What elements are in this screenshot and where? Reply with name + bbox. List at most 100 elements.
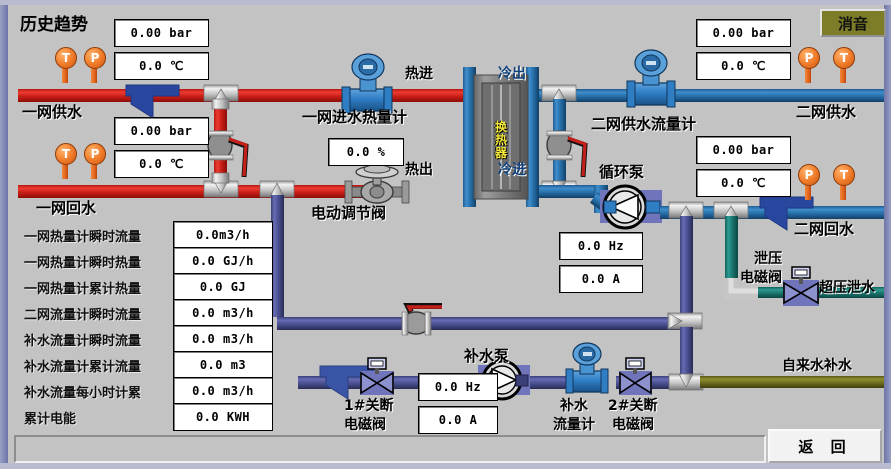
sensor-stem (62, 61, 68, 83)
readout-circ-pump-frequency: 0.0 Hz (559, 232, 643, 260)
bypass-ball-valve-2 (546, 130, 588, 178)
sensor-stem (91, 157, 97, 179)
table-row-value: 0.0 m3 (173, 351, 273, 379)
flow-arrow-secondary-return (759, 196, 814, 231)
temperature-sensor-secondary-supply: T (833, 47, 855, 87)
return-button[interactable]: 返 回 (768, 429, 882, 463)
table-row-value: 0.0 GJ/h (173, 247, 273, 275)
temperature-sensor-secondary-return: T (833, 164, 855, 204)
table-row-value: 0.0 GJ (173, 273, 273, 301)
label-secondary-supply: 二网供水 (796, 103, 857, 121)
temperature-sensor-primary-supply: T (55, 47, 77, 87)
label-primary-inlet-heat-meter: 一网进水热量计 (302, 108, 408, 126)
label-motor-control-valve: 电动调节阀 (311, 204, 387, 222)
shutoff-valve-2-graphic (619, 357, 652, 395)
sensor-stem (805, 61, 811, 83)
temperature-sensor-primary-return: T (55, 143, 77, 183)
table-row-label: 二网流量计瞬时流量 (24, 308, 142, 323)
readout-secondary-supply-pressure: 0.00 bar (696, 19, 791, 47)
pressure-sensor-primary-supply: P (84, 47, 106, 87)
label-makeup-flow-meter-line2: 流量计 (553, 417, 595, 433)
sensor-bulb-p: P (798, 164, 820, 186)
label-makeup-pump: 补水泵 (464, 347, 510, 365)
process-graphics (18, 49, 884, 401)
sensor-bulb-t: T (55, 47, 77, 69)
sensor-stem (840, 61, 846, 83)
readout-primary-return-pressure: 0.00 bar (114, 117, 209, 145)
readout-primary-supply-temp: 0.0 ℃ (114, 52, 209, 80)
table-row-label: 累计电能 (24, 412, 77, 427)
label-tap-water-makeup: 自来水补水 (782, 358, 852, 374)
table-row-label: 一网热量计瞬时流量 (24, 230, 142, 245)
label-makeup-flow-meter-line1: 补水 (560, 398, 588, 414)
label-cold-inlet: 冷进 (498, 162, 526, 178)
window-border-top (0, 0, 891, 5)
pressure-sensor-secondary-return: P (798, 164, 820, 204)
window-border-left (0, 0, 8, 469)
pressure-sensor-primary-return: P (84, 143, 106, 183)
readout-secondary-return-pressure: 0.00 bar (696, 136, 791, 164)
readout-primary-supply-pressure: 0.00 bar (114, 19, 209, 47)
table-row-label: 一网热量计累计热量 (24, 282, 142, 297)
readout-circ-pump-current: 0.0 A (559, 265, 643, 293)
sensor-stem (91, 61, 97, 83)
makeup-flow-meter-graphic (565, 342, 609, 394)
label-primary-supply: 一网供水 (22, 103, 83, 121)
label-hot-inlet: 热进 (405, 66, 433, 82)
label-shutoff-valve-2-line2: 电磁阀 (612, 417, 654, 433)
sensor-stem (840, 178, 846, 200)
label-secondary-return: 二网回水 (794, 220, 855, 238)
table-row-value: 0.0 m3/h (173, 325, 273, 353)
sensor-bulb-p: P (798, 47, 820, 69)
heat-exchanger-graphic (463, 67, 539, 207)
window-border-right (884, 0, 891, 469)
table-row-value: 0.0 m3/h (173, 377, 273, 405)
pressure-sensor-secondary-supply: P (798, 47, 820, 87)
table-row-label: 补水流量每小时计累 (24, 386, 142, 401)
label-shutoff-valve-1-line1: 1#关断 (344, 398, 394, 414)
mimic-diagram: 历史趋势 消音 T P T P P T (8, 5, 886, 463)
page-title: 历史趋势 (20, 15, 88, 35)
label-primary-return: 一网回水 (36, 199, 97, 217)
label-cold-outlet: 冷出 (498, 66, 526, 82)
readout-primary-return-temp: 0.0 ℃ (114, 150, 209, 178)
sensor-bulb-t: T (833, 164, 855, 186)
label-heat-exchanger: 换热器 (494, 120, 507, 160)
sensor-stem (62, 157, 68, 179)
sensor-bulb-t: T (833, 47, 855, 69)
label-hot-outlet: 热出 (405, 162, 433, 178)
label-relief-solenoid-valve-line2: 电磁阀 (740, 270, 782, 286)
readout-secondary-return-temp: 0.0 ℃ (696, 169, 791, 197)
sensor-bulb-t: T (55, 143, 77, 165)
relief-solenoid-valve-graphic (783, 266, 819, 306)
readout-secondary-supply-temp: 0.0 ℃ (696, 52, 791, 80)
label-over-pressure-drain: 超压泄水 (819, 280, 875, 296)
makeup-ball-valve-graphic (401, 303, 442, 336)
shutoff-valve-1-graphic (360, 357, 394, 395)
sensor-stem (805, 178, 811, 200)
motor-control-valve-graphic (344, 164, 410, 204)
sensor-bulb-p: P (84, 143, 106, 165)
window-border-bottom (0, 463, 891, 469)
circulation-pump-graphic (600, 184, 662, 230)
readout-makeup-pump-current: 0.0 A (418, 406, 498, 434)
sensor-bulb-p: P (84, 47, 106, 69)
table-row-value: 0.0m3/h (173, 221, 273, 249)
readout-makeup-pump-frequency: 0.0 Hz (418, 373, 498, 401)
heat-meter-graphic (341, 53, 393, 114)
table-row-value: 0.0 KWH (173, 403, 273, 431)
status-bar-panel (14, 435, 766, 463)
readout-valve-opening: 0.0 % (328, 138, 404, 166)
mute-button[interactable]: 消音 (820, 9, 886, 37)
label-relief-solenoid-valve-line1: 泄压 (754, 251, 782, 267)
bypass-ball-valve-1 (207, 130, 249, 178)
table-row-label: 补水流量计瞬时流量 (24, 334, 142, 349)
table-row-value: 0.0 m3/h (173, 299, 273, 327)
table-row-label: 补水流量计累计流量 (24, 360, 142, 375)
secondary-flow-meter-graphic (626, 49, 676, 108)
label-circulation-pump: 循环泵 (599, 163, 645, 181)
label-secondary-supply-flow-meter: 二网供水流量计 (591, 115, 697, 133)
label-shutoff-valve-2-line1: 2#关断 (608, 398, 658, 414)
